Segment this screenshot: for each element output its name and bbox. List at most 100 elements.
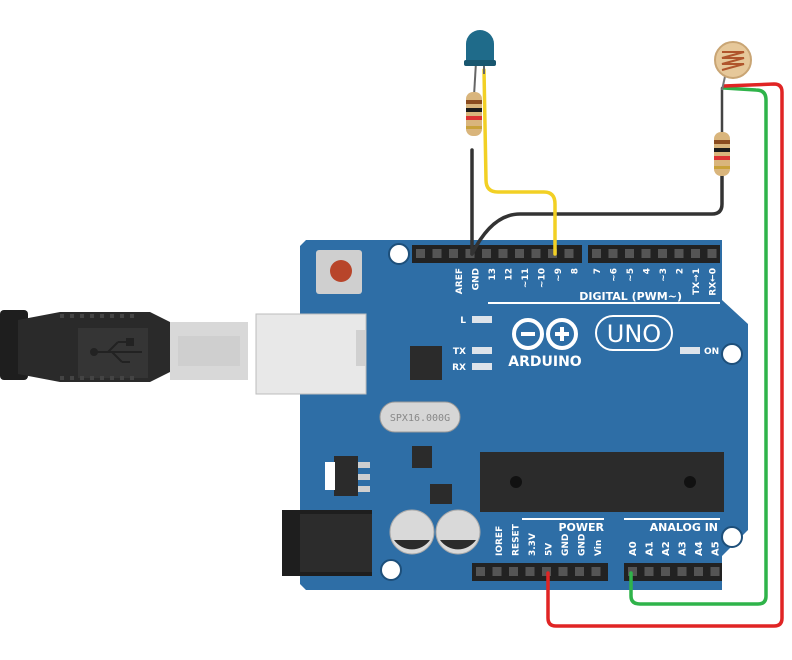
wire-led-to-pin9 — [482, 68, 557, 256]
pin-socket[interactable] — [677, 567, 687, 576]
digital-pin-label-aref: AREF — [455, 268, 465, 294]
digital-pin-label-4: 4 — [643, 268, 653, 274]
digital-pin-label-11: ~11 — [521, 268, 531, 288]
power-pin-label-reset: RESET — [512, 523, 522, 556]
svg-text:SPX16.000G: SPX16.000G — [390, 413, 450, 424]
analog-pin-label-a4: A4 — [694, 541, 705, 556]
pin-socket[interactable] — [628, 567, 637, 576]
led-resistor[interactable] — [466, 92, 482, 136]
crystal: SPX16.000G — [379, 401, 461, 433]
digital-pin-label-8: 8 — [571, 268, 581, 274]
analog-pin-label-a3: A3 — [678, 541, 689, 556]
power-pin-label-3-3v: 3.3V — [528, 533, 538, 556]
pin-socket[interactable] — [498, 249, 508, 258]
power-pin-label-5v: 5V — [545, 543, 555, 556]
mounting-hole — [721, 526, 743, 548]
usb-socket — [255, 313, 367, 395]
pin-socket[interactable] — [710, 567, 720, 576]
tx-led-label: TX — [453, 347, 466, 357]
photoresistor[interactable] — [714, 41, 752, 91]
power-pin-label-gnd: GND — [561, 534, 571, 556]
capacitor — [435, 509, 481, 555]
pin-socket[interactable] — [564, 249, 574, 258]
small-chip — [412, 446, 432, 468]
pin-socket[interactable] — [694, 567, 703, 576]
wire-ldr-gnd — [470, 172, 724, 256]
uno-badge — [595, 315, 673, 351]
pin-socket[interactable] — [661, 567, 670, 576]
digital-title: DIGITAL (PWM~) — [579, 290, 682, 303]
pin-socket[interactable] — [707, 249, 717, 258]
usb-cable[interactable] — [0, 310, 248, 382]
led-indicators: L TX RX ON — [452, 316, 719, 373]
model-label: UNO — [607, 320, 661, 348]
pin-socket[interactable] — [525, 567, 535, 576]
wires — [470, 68, 784, 628]
reset-button[interactable] — [316, 250, 362, 294]
pin-socket[interactable] — [608, 249, 618, 258]
rx-led-label: RX — [452, 363, 466, 373]
pin-socket[interactable] — [515, 249, 524, 258]
small-chip — [430, 484, 452, 504]
pin-socket[interactable] — [674, 249, 684, 258]
voltage-regulator — [325, 456, 370, 496]
pin-socket[interactable] — [416, 249, 425, 258]
power-pin-label-gnd: GND — [578, 534, 588, 556]
pin-socket[interactable] — [531, 249, 541, 258]
pin-socket[interactable] — [591, 567, 601, 576]
brand-label: ARDUINO — [508, 354, 582, 370]
analog-pin-label-a1: A1 — [645, 541, 656, 556]
pin-socket[interactable] — [432, 249, 442, 258]
digital-pin-label-13: 13 — [488, 268, 498, 281]
arduino-logo — [512, 318, 578, 350]
power-pin-label-ioref: IOREF — [495, 526, 505, 556]
mounting-hole — [721, 343, 743, 365]
power-pin-label-vin: Vin — [594, 540, 604, 556]
pin-socket[interactable] — [542, 567, 551, 576]
led[interactable] — [464, 30, 496, 97]
digital-pin-label-5: ~5 — [626, 268, 636, 282]
digital-pin-label-2: 2 — [676, 268, 686, 274]
atmega-chip — [480, 452, 724, 512]
analog-pin-label-a2: A2 — [661, 541, 672, 556]
wire-a0 — [629, 86, 768, 606]
l-led-label: L — [460, 316, 466, 326]
arduino-board[interactable]: SPX16.000G — [255, 240, 748, 590]
pin-socket[interactable] — [575, 567, 584, 576]
digital-header: DIGITAL (PWM~) AREF GND 13 12 ~11 ~10 ~9 8 7 ~6 ~5… — [412, 245, 720, 304]
pin-socket[interactable] — [465, 249, 475, 258]
digital-pin-label-12: 12 — [505, 268, 515, 281]
capacitor — [389, 509, 435, 555]
usb-chip — [410, 346, 442, 380]
digital-pin-label-9: ~9 — [554, 268, 564, 282]
pin-socket[interactable] — [548, 249, 557, 258]
analog-pin-label-a5: A5 — [711, 541, 722, 556]
pin-socket[interactable] — [592, 249, 601, 258]
mounting-hole — [380, 559, 402, 581]
pin-socket[interactable] — [482, 249, 491, 258]
power-title: POWER — [558, 521, 604, 534]
pin-socket[interactable] — [558, 567, 568, 576]
usb-icon — [90, 338, 142, 363]
pin-socket[interactable] — [476, 567, 485, 576]
pin-socket[interactable] — [641, 249, 651, 258]
pin-socket[interactable] — [625, 249, 634, 258]
digital-pin-label-gnd: GND — [472, 268, 482, 290]
pin-socket[interactable] — [449, 249, 458, 258]
pin-socket[interactable] — [509, 567, 518, 576]
digital-pin-label-3: ~3 — [659, 268, 669, 282]
analog-title: ANALOG IN — [650, 521, 718, 534]
pin-socket[interactable] — [691, 249, 700, 258]
digital-pin-label-6: ~6 — [610, 268, 620, 282]
dc-power-jack[interactable] — [282, 510, 372, 576]
on-led-label: ON — [704, 347, 719, 357]
power-header: POWER IOREF RESET 3.3V 5V GND GND Vin — [472, 518, 608, 581]
digital-pin-label-7: 7 — [593, 268, 603, 274]
ldr-resistor[interactable] — [714, 132, 730, 176]
digital-pin-label-10: ~10 — [538, 268, 548, 288]
pin-socket[interactable] — [658, 249, 667, 258]
analog-pin-label-a0: A0 — [628, 541, 639, 556]
pin-socket[interactable] — [492, 567, 502, 576]
pin-socket[interactable] — [644, 567, 654, 576]
